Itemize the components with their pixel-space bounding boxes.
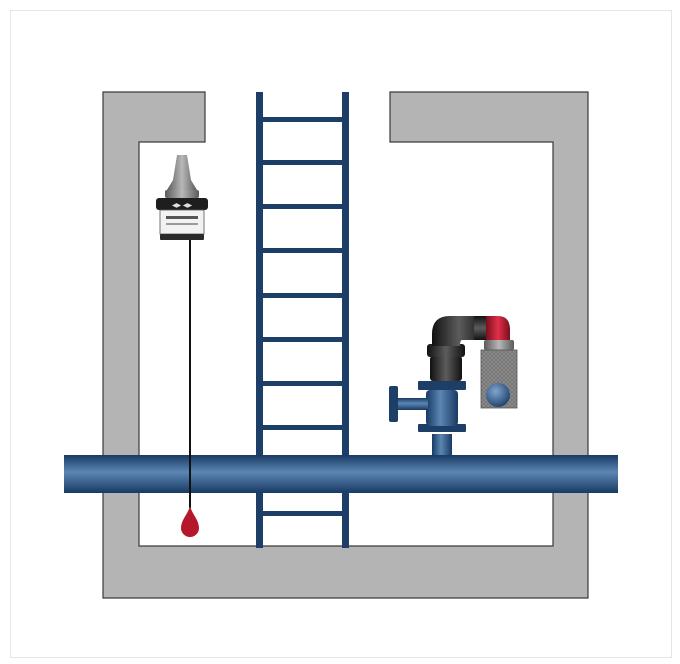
pipe-icon	[64, 455, 618, 493]
ladder-icon	[256, 92, 349, 548]
level-switch-icon: ◀▶ ◀▶	[156, 155, 208, 508]
chamber-wall	[102, 91, 589, 599]
float-icon	[181, 506, 199, 537]
air-release-valve-icon	[389, 316, 518, 456]
svg-text:◀▶ ◀▶: ◀▶ ◀▶	[172, 203, 193, 209]
